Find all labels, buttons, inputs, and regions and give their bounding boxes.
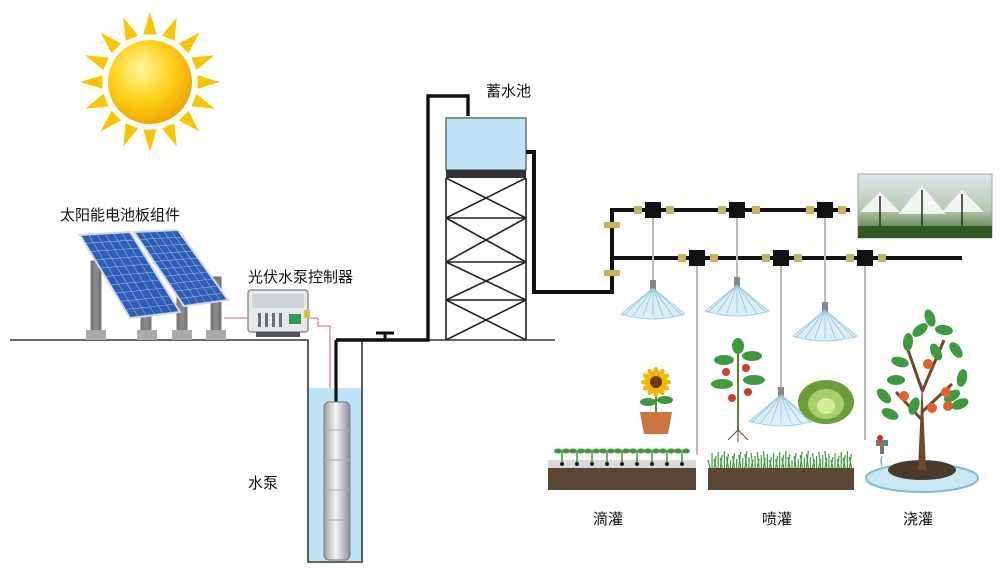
sun-icon xyxy=(80,12,220,152)
sprinkler-icon xyxy=(619,277,859,427)
solar-panel-icon xyxy=(78,228,230,340)
controller-label: 光伏水泵控制器 xyxy=(248,268,353,286)
pump-icon xyxy=(323,340,351,561)
flood-label: 浇灌 xyxy=(903,510,933,528)
spray-label: 喷灌 xyxy=(762,510,792,528)
fruit-tree-icon xyxy=(865,309,979,493)
sprinkler-field-photo xyxy=(857,173,993,239)
reservoir-label: 蓄水池 xyxy=(486,82,531,100)
faucet-icon xyxy=(876,435,888,467)
solar-panel-label: 太阳能电池板组件 xyxy=(60,206,180,224)
main-pipe xyxy=(336,94,470,342)
grass-bed xyxy=(707,450,854,490)
distribution-pipes xyxy=(526,150,962,455)
sunflower-icon xyxy=(640,367,673,434)
cabbage-icon xyxy=(798,380,854,424)
tomato-plant-icon xyxy=(711,338,765,442)
drip-bed xyxy=(548,448,696,490)
water-tower-icon xyxy=(445,117,527,341)
ground-line xyxy=(10,339,555,563)
drip-label: 滴灌 xyxy=(593,510,623,528)
controller-icon xyxy=(224,289,331,388)
pump-label: 水泵 xyxy=(248,474,278,492)
